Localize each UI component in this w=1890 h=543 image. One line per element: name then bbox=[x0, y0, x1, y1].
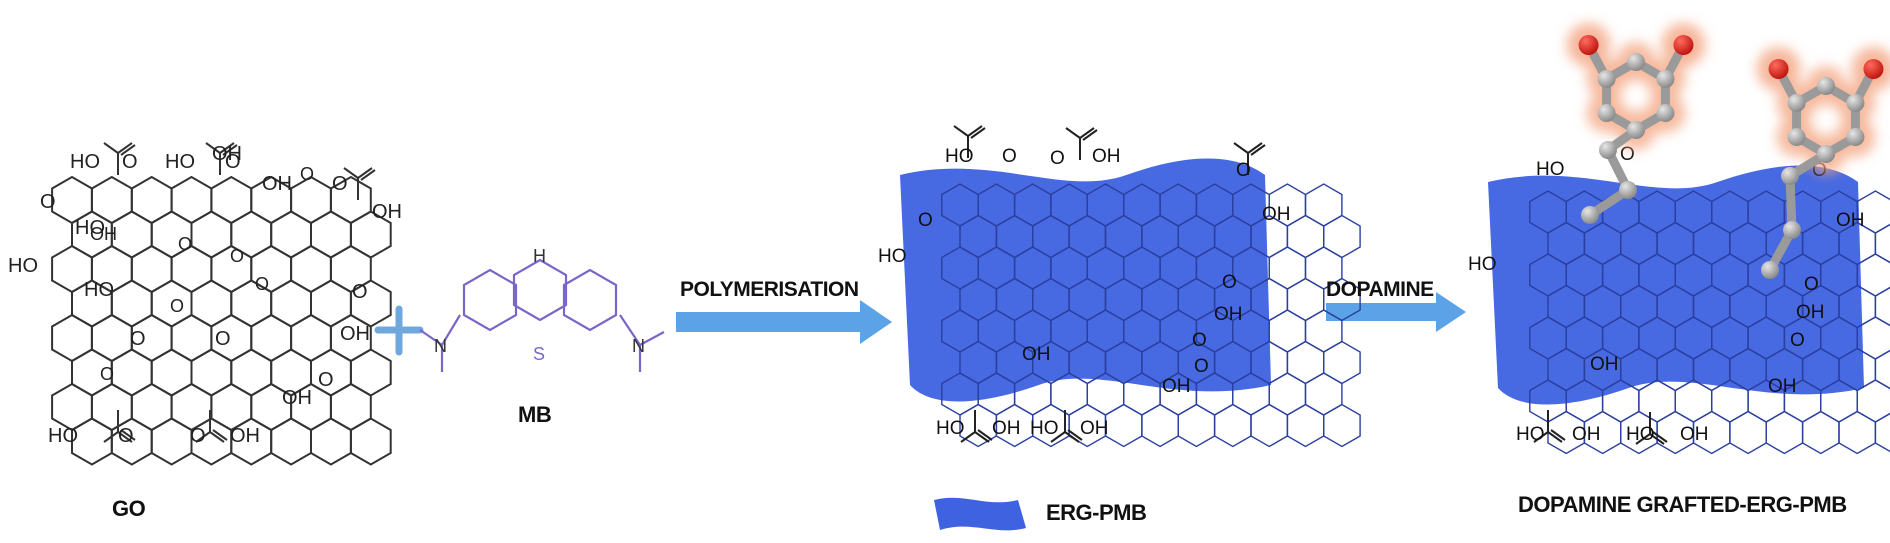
mb-n-left: N bbox=[434, 336, 447, 356]
graft-group-9: HO bbox=[1516, 424, 1545, 445]
go-group-11: HO bbox=[84, 279, 114, 301]
go-group-12: O bbox=[352, 281, 368, 303]
mb-h: H bbox=[533, 246, 546, 266]
polymerisation-arrow bbox=[676, 300, 892, 344]
go-group-20: O bbox=[190, 425, 206, 447]
go-group-1: O bbox=[122, 151, 138, 173]
erg-group-4: O bbox=[1236, 160, 1251, 181]
go-group-6: HO bbox=[75, 217, 105, 239]
go-label: GO bbox=[112, 496, 146, 521]
polymerisation-label: POLYMERISATION bbox=[680, 278, 859, 301]
dopamine-molecules bbox=[1566, 23, 1890, 279]
dopamine-arrow bbox=[1326, 292, 1466, 332]
erg-group-10: O bbox=[1192, 330, 1207, 351]
go-group-5: O bbox=[40, 191, 56, 213]
erg-group-0: HO bbox=[945, 146, 974, 167]
dopamine-grafted-label: DOPAMINE GRAFTED-ERG-PMB bbox=[1518, 492, 1847, 517]
go-group-27: OH bbox=[90, 224, 117, 244]
go-group-3: O bbox=[225, 151, 241, 173]
go-group-26: O bbox=[170, 296, 184, 316]
erg-group-2: O bbox=[1050, 148, 1065, 169]
go-group-25: O bbox=[255, 274, 269, 294]
go-group-0: HO bbox=[70, 151, 100, 173]
erg-pmb-sheet bbox=[900, 125, 1361, 448]
go-group-8: O bbox=[332, 173, 348, 195]
go-group-2: HO bbox=[165, 151, 195, 173]
go-group-9: OH bbox=[372, 201, 402, 223]
go-group-16: OH bbox=[282, 387, 312, 409]
erg-group-5: OH bbox=[1262, 204, 1291, 225]
go-group-17: O bbox=[318, 369, 334, 391]
go-group-15: O bbox=[215, 328, 231, 350]
go-group-22: O bbox=[100, 364, 114, 384]
go-group-13: OH bbox=[340, 323, 370, 345]
erg-group-14: HO bbox=[936, 418, 965, 439]
graft-group-4: OH bbox=[1796, 302, 1825, 323]
go-group-14: O bbox=[130, 328, 146, 350]
graft-group-10: OH bbox=[1572, 424, 1601, 445]
graft-group-11: HO bbox=[1626, 424, 1655, 445]
graft-group-12: OH bbox=[1680, 424, 1709, 445]
erg-group-15: OH bbox=[992, 418, 1021, 439]
mb-label: MB bbox=[518, 402, 552, 427]
graft-group-7: OH bbox=[1768, 376, 1797, 397]
go-group-10: HO bbox=[8, 255, 38, 277]
erg-group-7: HO bbox=[878, 246, 907, 267]
erg-group-3: OH bbox=[1092, 146, 1121, 167]
go-group-23: O bbox=[178, 234, 192, 254]
erg-pmb-legend-swatch bbox=[934, 497, 1026, 531]
graft-group-8: OH bbox=[1590, 354, 1619, 375]
go-group-28: O bbox=[300, 164, 314, 184]
erg-group-16: HO bbox=[1030, 418, 1059, 439]
methylene-blue-structure bbox=[419, 258, 665, 372]
erg-group-17: OH bbox=[1080, 418, 1109, 439]
go-group-24: O bbox=[230, 246, 244, 266]
go-group-19: O bbox=[118, 425, 134, 447]
dopamine-label: DOPAMINE bbox=[1326, 278, 1434, 301]
dopamine-grafted-sheet bbox=[1488, 165, 1890, 455]
go-group-18: HO bbox=[48, 425, 78, 447]
mb-n-right: N bbox=[632, 336, 645, 356]
plus-icon bbox=[374, 305, 424, 356]
graphene-oxide-structure bbox=[51, 142, 392, 466]
go-group-7: OH bbox=[262, 173, 292, 195]
erg-group-11: OH bbox=[1022, 344, 1051, 365]
graft-group-3: HO bbox=[1468, 254, 1497, 275]
graft-group-5: O bbox=[1804, 274, 1819, 295]
erg-group-8: O bbox=[1222, 272, 1237, 293]
erg-group-1: O bbox=[1002, 146, 1017, 167]
erg-group-9: OH bbox=[1214, 304, 1243, 325]
erg-group-13: O bbox=[1194, 356, 1209, 377]
mb-s: S bbox=[533, 344, 545, 364]
graft-group-6: O bbox=[1790, 330, 1805, 351]
erg-pmb-label: ERG-PMB bbox=[1046, 500, 1147, 525]
graft-group-0: HO bbox=[1536, 159, 1565, 180]
erg-group-12: OH bbox=[1162, 376, 1191, 397]
go-group-21: OH bbox=[230, 425, 260, 447]
erg-group-6: O bbox=[918, 210, 933, 231]
graft-group-2: OH bbox=[1836, 210, 1865, 231]
go-group-4: OH bbox=[212, 143, 242, 165]
